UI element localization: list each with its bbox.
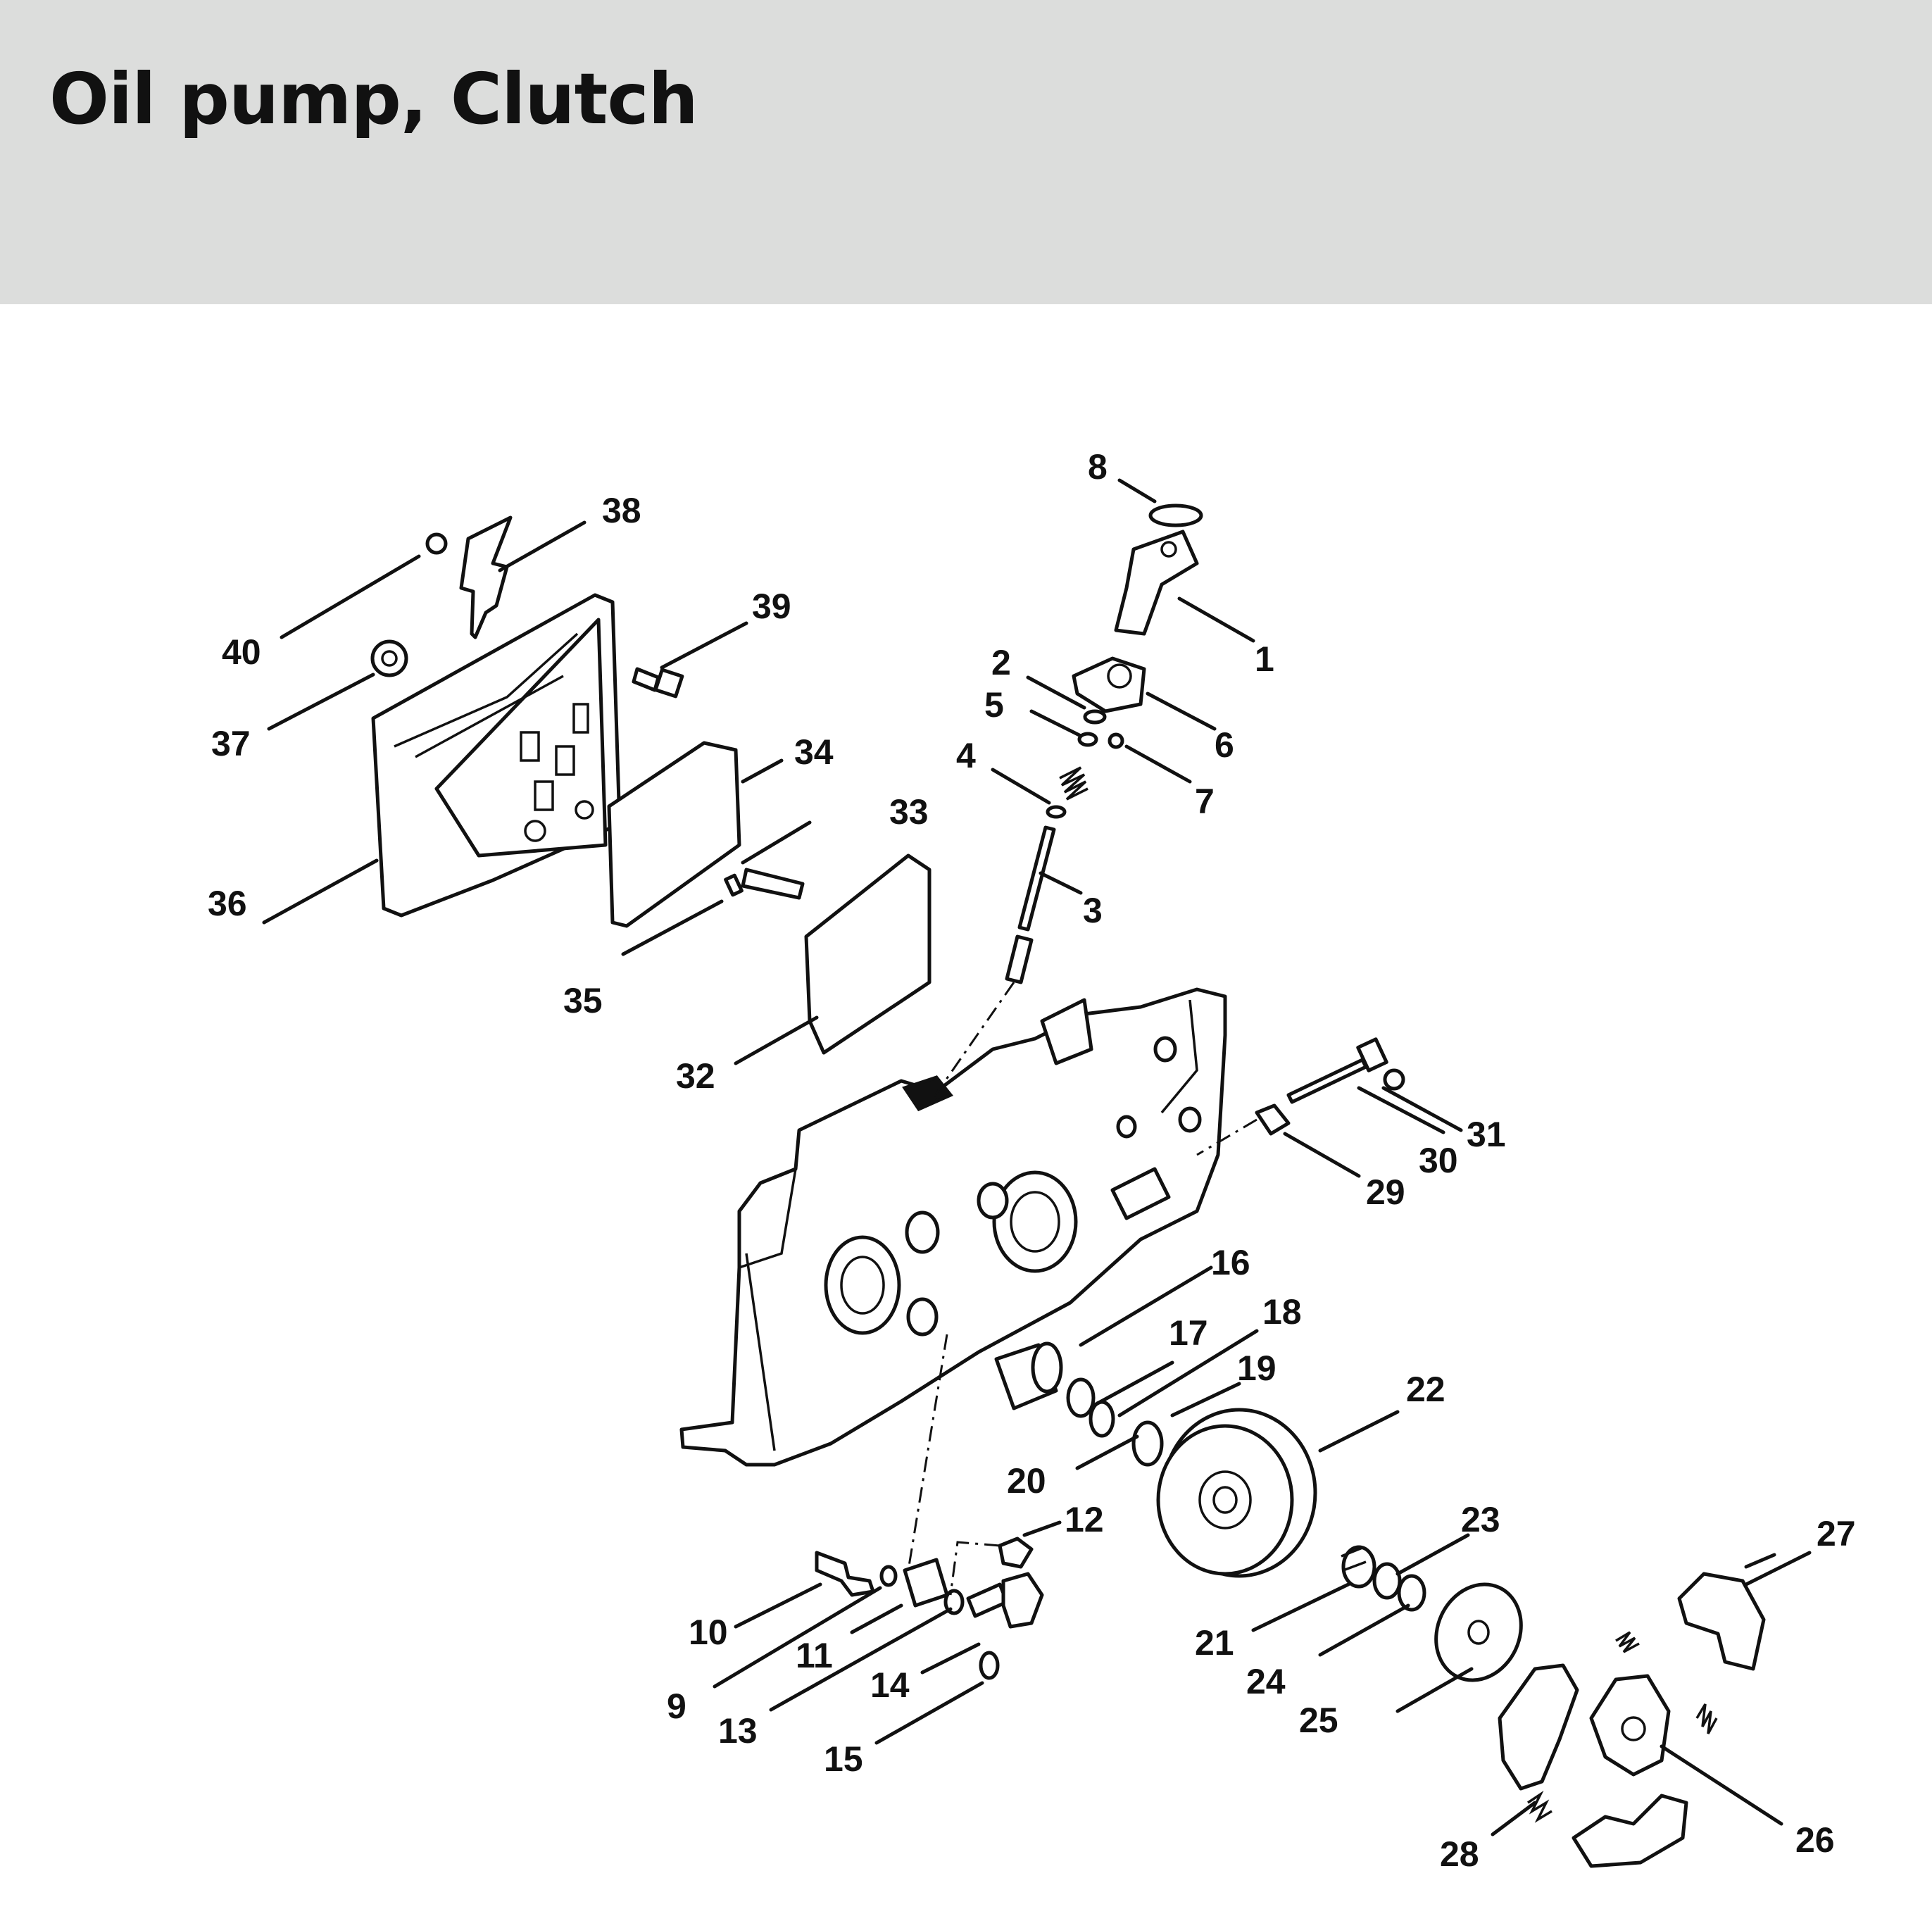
header-bar: Oil pump, Clutch <box>0 0 1932 304</box>
part-29-fitting <box>1255 1103 1291 1136</box>
part-7-plug <box>1108 732 1124 749</box>
callout-11: 11 <box>796 1636 833 1675</box>
part-40-nut <box>425 532 448 555</box>
callout-6: 6 <box>1215 725 1234 765</box>
callout-40: 40 <box>222 632 261 672</box>
callout-30: 30 <box>1419 1141 1458 1180</box>
callout-34: 34 <box>794 732 834 772</box>
callout-17: 17 <box>1169 1313 1208 1353</box>
callout-27: 27 <box>1817 1514 1856 1553</box>
callout-5: 5 <box>984 685 1004 725</box>
part-18-ring <box>1089 1400 1115 1438</box>
callout-36: 36 <box>208 884 247 923</box>
leader-lines <box>262 478 1812 1836</box>
callout-14: 14 <box>870 1665 910 1705</box>
callout-32: 32 <box>676 1056 715 1096</box>
part-crankcase <box>679 987 1227 1467</box>
callout-18: 18 <box>1262 1292 1302 1332</box>
assembly-line-adjuster <box>907 1334 948 1571</box>
part-tension-spring-upper <box>1615 1631 1640 1653</box>
part-38-plate <box>459 515 513 639</box>
part-37-collar-nut <box>370 639 408 677</box>
callout-33: 33 <box>889 792 929 832</box>
part-8-circlip <box>1148 503 1203 527</box>
part-26-clutch-carrier <box>1589 1674 1671 1777</box>
assembly-line-fitting <box>1196 1118 1257 1156</box>
part-14-adjusting-screw <box>966 1572 1044 1629</box>
callout-37: 37 <box>211 724 251 763</box>
part-clutch-shoe-left <box>1498 1663 1579 1791</box>
part-39-screw <box>632 667 684 699</box>
part-28-spring <box>1527 1790 1552 1823</box>
callout-8: 8 <box>1088 447 1108 487</box>
part-25-cover-disc <box>1434 1582 1523 1682</box>
part-5-washer <box>1077 732 1098 747</box>
part-16-sleeve <box>994 1341 1063 1410</box>
callout-1: 1 <box>1255 639 1274 679</box>
part-10-screw <box>815 1551 875 1597</box>
callout-7: 7 <box>1195 782 1215 821</box>
part-3-worm-shaft <box>1005 825 1056 984</box>
callout-13: 13 <box>718 1711 758 1751</box>
callout-9: 9 <box>667 1687 686 1726</box>
callout-38: 38 <box>602 491 641 530</box>
callout-31: 31 <box>1467 1115 1506 1154</box>
part-1-pump-housing <box>1114 530 1199 636</box>
part-24-washer <box>1397 1574 1426 1612</box>
callout-19: 19 <box>1237 1349 1276 1388</box>
part-6-pump-piston <box>1072 656 1146 713</box>
part-tension-spring-right <box>1695 1703 1718 1734</box>
part-27-clutch-shoe <box>1677 1572 1766 1671</box>
part-22-clutch-drum <box>1156 1408 1317 1578</box>
part-35-pin <box>724 873 744 897</box>
part-32-side-plate <box>804 853 932 1055</box>
assembly-line-oil-pump <box>932 982 1015 1099</box>
callout-24: 24 <box>1246 1662 1286 1701</box>
assembly-line-screw <box>949 1541 1000 1596</box>
part-11-washer <box>879 1565 898 1587</box>
part-19-eclip <box>1131 1420 1164 1467</box>
page-title: Oil pump, Clutch <box>49 58 698 140</box>
callout-20: 20 <box>1007 1461 1046 1501</box>
callout-35: 35 <box>563 981 603 1020</box>
part-17-ring <box>1066 1377 1096 1418</box>
part-4-ring <box>1046 805 1067 819</box>
callout-25: 25 <box>1299 1701 1338 1740</box>
part-34-side-plate <box>607 741 741 928</box>
part-15-ring <box>979 1651 1000 1680</box>
part-12-screw <box>998 1537 1034 1569</box>
callout-3: 3 <box>1083 891 1103 930</box>
callout-labels: 1 2 3 4 5 6 7 8 9 10 11 12 13 14 15 16 1… <box>208 447 1856 1874</box>
part-31-cap <box>1383 1068 1405 1091</box>
part-33-stud <box>741 868 805 900</box>
part-chain-sprocket-cover <box>371 593 622 918</box>
callout-2: 2 <box>991 643 1011 682</box>
callout-4: 4 <box>956 736 976 775</box>
part-23-washer <box>1372 1562 1402 1600</box>
callout-23: 23 <box>1461 1500 1500 1539</box>
part-clutch-shoe-bottom <box>1572 1794 1688 1868</box>
callout-16: 16 <box>1211 1243 1250 1282</box>
callout-22: 22 <box>1406 1370 1445 1409</box>
callout-29: 29 <box>1366 1172 1405 1212</box>
part-9-fitting <box>903 1558 949 1608</box>
callout-10: 10 <box>689 1613 728 1652</box>
callout-26: 26 <box>1795 1820 1835 1860</box>
part-21-needle-cage <box>1341 1545 1376 1589</box>
part-30-screw <box>1286 1037 1388 1104</box>
callout-39: 39 <box>752 587 791 626</box>
callout-21: 21 <box>1195 1623 1234 1663</box>
callout-28: 28 <box>1440 1834 1479 1874</box>
part-2-washer <box>1083 709 1107 725</box>
part-4-spring <box>1059 766 1089 801</box>
callout-12: 12 <box>1065 1500 1104 1539</box>
callout-15: 15 <box>824 1739 863 1779</box>
